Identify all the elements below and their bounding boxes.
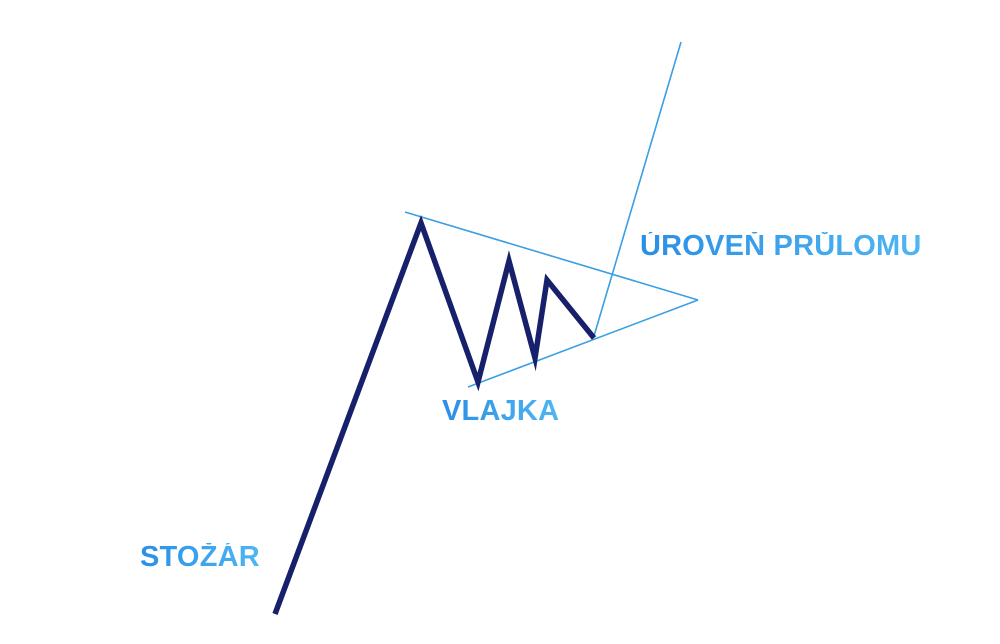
lower-trend-line [467,299,699,388]
price-path [272,214,597,615]
pole-label: STOŽÁR [140,541,260,573]
upper-trend-line [404,211,699,301]
breakout-level-label: ÚROVEŇ PRŮLOMU [640,230,922,262]
flag-label: VLAJKA [442,395,560,427]
breakout-line [593,41,682,337]
